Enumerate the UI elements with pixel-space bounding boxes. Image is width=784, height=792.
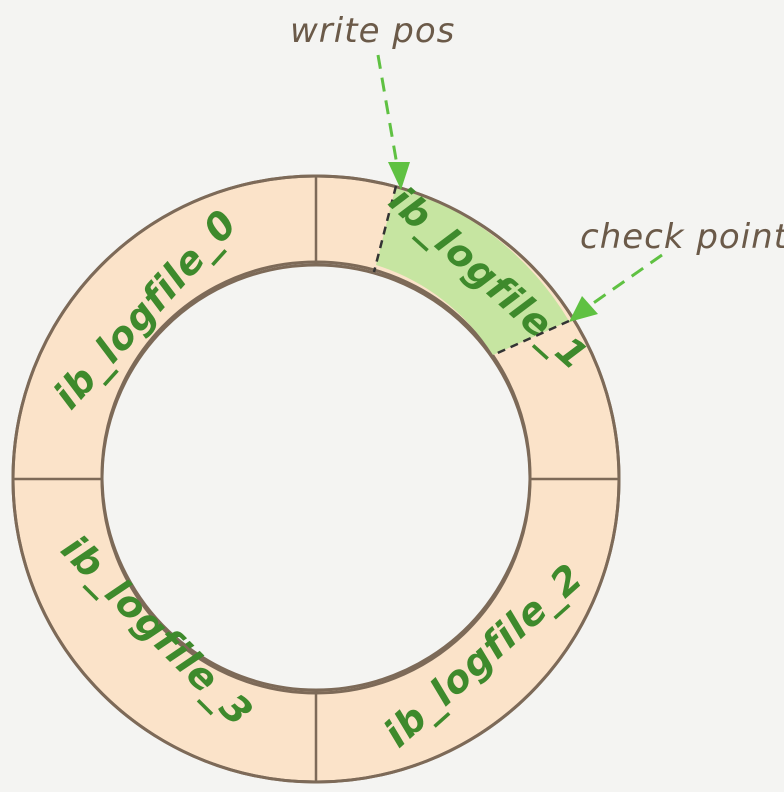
check-point-label: check point	[580, 217, 784, 257]
ring-body	[11, 174, 621, 784]
check-point-arrowhead-icon	[569, 296, 598, 322]
write-pos-arrowhead-icon	[388, 162, 410, 190]
write-pos-label: write pos	[290, 11, 455, 51]
active-log-region	[376, 186, 569, 355]
check-point-arrow-line	[591, 253, 663, 306]
write-pos-arrow-line	[376, 54, 399, 166]
write-pos-marker	[372, 185, 398, 273]
